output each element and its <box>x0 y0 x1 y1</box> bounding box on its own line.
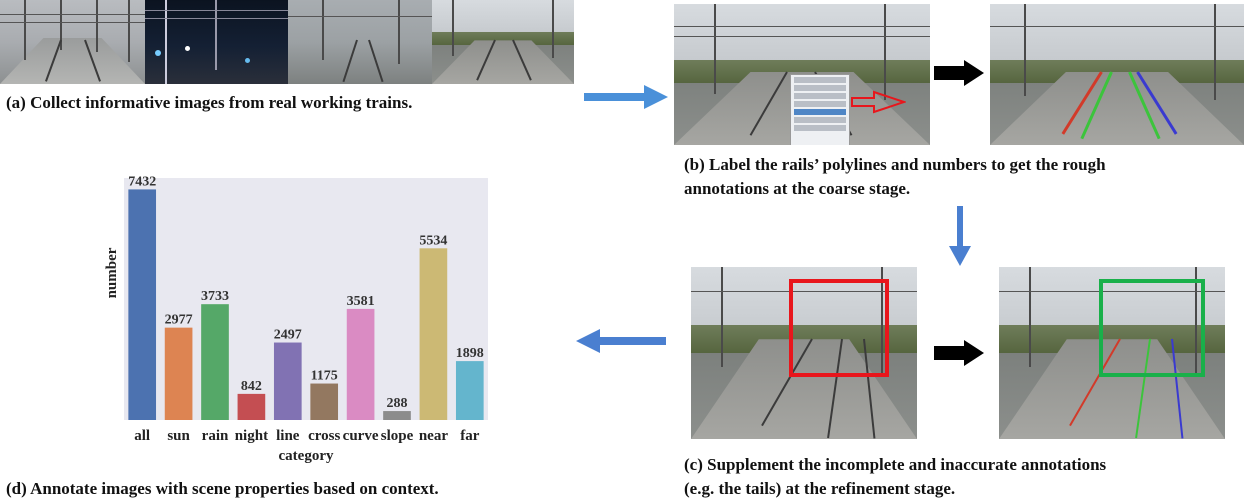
bar-near <box>419 248 448 420</box>
bar-value-label: 5534 <box>419 233 447 248</box>
caption-d: (d) Annotate images with scene propertie… <box>6 479 439 498</box>
caption-b-line2: annotations at the coarse stage. <box>684 179 911 198</box>
refine-after-image <box>999 267 1225 439</box>
bar-value-label: 842 <box>241 379 262 394</box>
arrow-down-icon <box>949 206 971 266</box>
x-tick-label: sun <box>167 428 190 444</box>
label-arrow-icon <box>851 90 906 114</box>
labeling-screenshot <box>674 4 930 145</box>
bar-sun <box>164 327 193 420</box>
bar-value-label: 1175 <box>311 369 338 384</box>
x-tick-label: slope <box>381 428 414 444</box>
bar-cross <box>310 383 339 420</box>
x-tick-label: night <box>235 428 268 444</box>
bar-value-label: 288 <box>387 396 408 411</box>
arrow-right-icon <box>934 60 984 86</box>
bar-slope <box>383 411 411 420</box>
sample-image-night <box>145 0 288 84</box>
x-tick-label: rain <box>202 428 229 444</box>
y-axis-label: number <box>104 247 120 298</box>
bar-night <box>237 393 266 420</box>
x-tick-label: near <box>419 428 449 444</box>
x-tick-label: line <box>276 428 300 444</box>
bar-curve <box>346 308 375 420</box>
sample-image-fog <box>0 0 145 84</box>
arrow-right-blue-icon <box>584 85 668 109</box>
arrow-left-blue-icon <box>576 329 666 353</box>
bar-value-label: 3733 <box>201 289 229 304</box>
label-menu <box>790 74 850 145</box>
sample-image-rain <box>288 0 432 84</box>
sample-image-sunny <box>432 0 574 84</box>
x-axis-label: category <box>279 448 334 464</box>
bar-value-label: 2977 <box>165 313 193 328</box>
x-tick-label: cross <box>308 428 340 444</box>
bar-value-label: 2497 <box>274 328 302 343</box>
x-tick-label: far <box>460 428 479 444</box>
bar-value-label: 7432 <box>128 174 156 189</box>
bar-far <box>455 361 484 420</box>
bar-rain <box>201 304 229 420</box>
x-tick-label: curve <box>343 428 379 444</box>
caption-c-line2: (e.g. the tails) at the refinement stage… <box>684 479 956 498</box>
caption-a: (a) Collect informative images from real… <box>6 93 413 112</box>
arrow-right-icon <box>934 340 984 366</box>
bar-all <box>128 189 157 420</box>
bar-line <box>273 342 302 420</box>
coarse-annotation-image <box>990 4 1244 145</box>
bar-chart: 7432 all 2977 sun 3733 rain 842 night 2497 line 11… <box>104 174 484 464</box>
caption-b-line1: (b) Label the rails’ polylines and numbe… <box>684 155 1106 174</box>
incomplete-region-box <box>789 279 889 377</box>
caption-c-line1: (c) Supplement the incomplete and inaccu… <box>684 455 1107 474</box>
refined-region-box <box>1099 279 1205 377</box>
refine-before-image <box>691 267 917 439</box>
bar-value-label: 1898 <box>456 346 484 361</box>
bar-value-label: 3581 <box>347 294 375 309</box>
x-tick-label: all <box>134 428 150 444</box>
